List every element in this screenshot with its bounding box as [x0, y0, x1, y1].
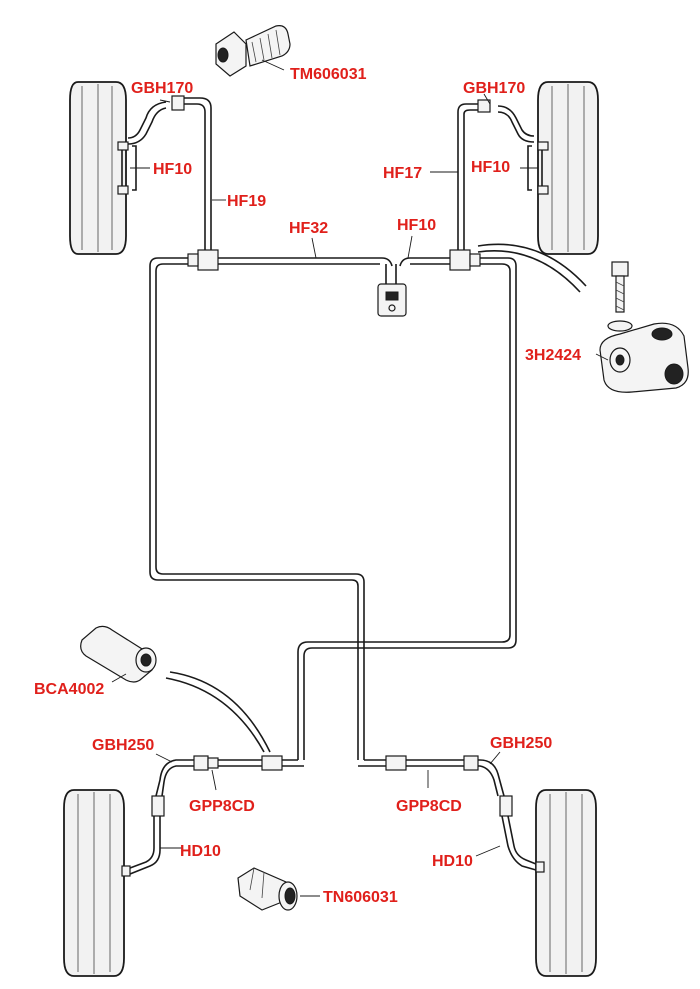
label-hf10-crossover: HF10 — [397, 217, 436, 234]
tn606031-union-part — [237, 867, 298, 911]
front-left-wheel — [69, 81, 127, 255]
rear-right-pipe — [358, 755, 545, 873]
label-gbh250-left: GBH250 — [92, 737, 154, 754]
label-hf10-front-right: HF10 — [471, 159, 510, 176]
lead-from-bca4002 — [169, 671, 271, 753]
left-tee-fitting — [187, 249, 219, 271]
main-brake-pipe — [149, 257, 517, 760]
right-tee-fitting — [449, 249, 481, 271]
bca4002-hose-part — [80, 625, 157, 683]
label-hf32: HF32 — [289, 220, 328, 237]
pressure-switch — [377, 264, 407, 317]
label-3h2424: 3H2424 — [525, 347, 581, 364]
front-right-pipe — [457, 103, 535, 255]
lead-to-tee-piece-2 — [477, 250, 581, 293]
label-hd10-left: HD10 — [180, 843, 221, 860]
lead-to-tee-piece — [477, 243, 587, 287]
rear-left-pipe — [121, 755, 304, 877]
front-left-pipe — [127, 97, 212, 255]
label-tm606031: TM606031 — [290, 66, 367, 83]
rear-left-wheel — [63, 789, 125, 977]
label-gpp8cd-right: GPP8CD — [396, 798, 462, 815]
label-gbh170-right: GBH170 — [463, 80, 525, 97]
label-bca4002: BCA4002 — [34, 681, 104, 698]
label-gbh250-right: GBH250 — [490, 735, 552, 752]
label-tn606031: TN606031 — [323, 889, 398, 906]
tm606031-union-part — [215, 25, 291, 77]
3h2424-tee-piece — [599, 261, 689, 393]
label-hf10-front-left: HF10 — [153, 161, 192, 178]
label-hf17: HF17 — [383, 165, 422, 182]
part-labels: TM606031 GBH170 GBH170 HF10 HF10 HF19 HF… — [34, 66, 581, 906]
label-gpp8cd-left: GPP8CD — [189, 798, 255, 815]
front-right-wheel — [537, 81, 599, 255]
leader-lines — [111, 59, 609, 897]
front-left-connector — [171, 95, 185, 111]
label-gbh170-left: GBH170 — [131, 80, 193, 97]
rear-right-wheel — [535, 789, 597, 977]
label-hf19: HF19 — [227, 193, 266, 210]
front-right-connector — [477, 99, 491, 113]
label-hd10-right: HD10 — [432, 853, 473, 870]
lead-from-bca4002-2 — [165, 677, 265, 753]
